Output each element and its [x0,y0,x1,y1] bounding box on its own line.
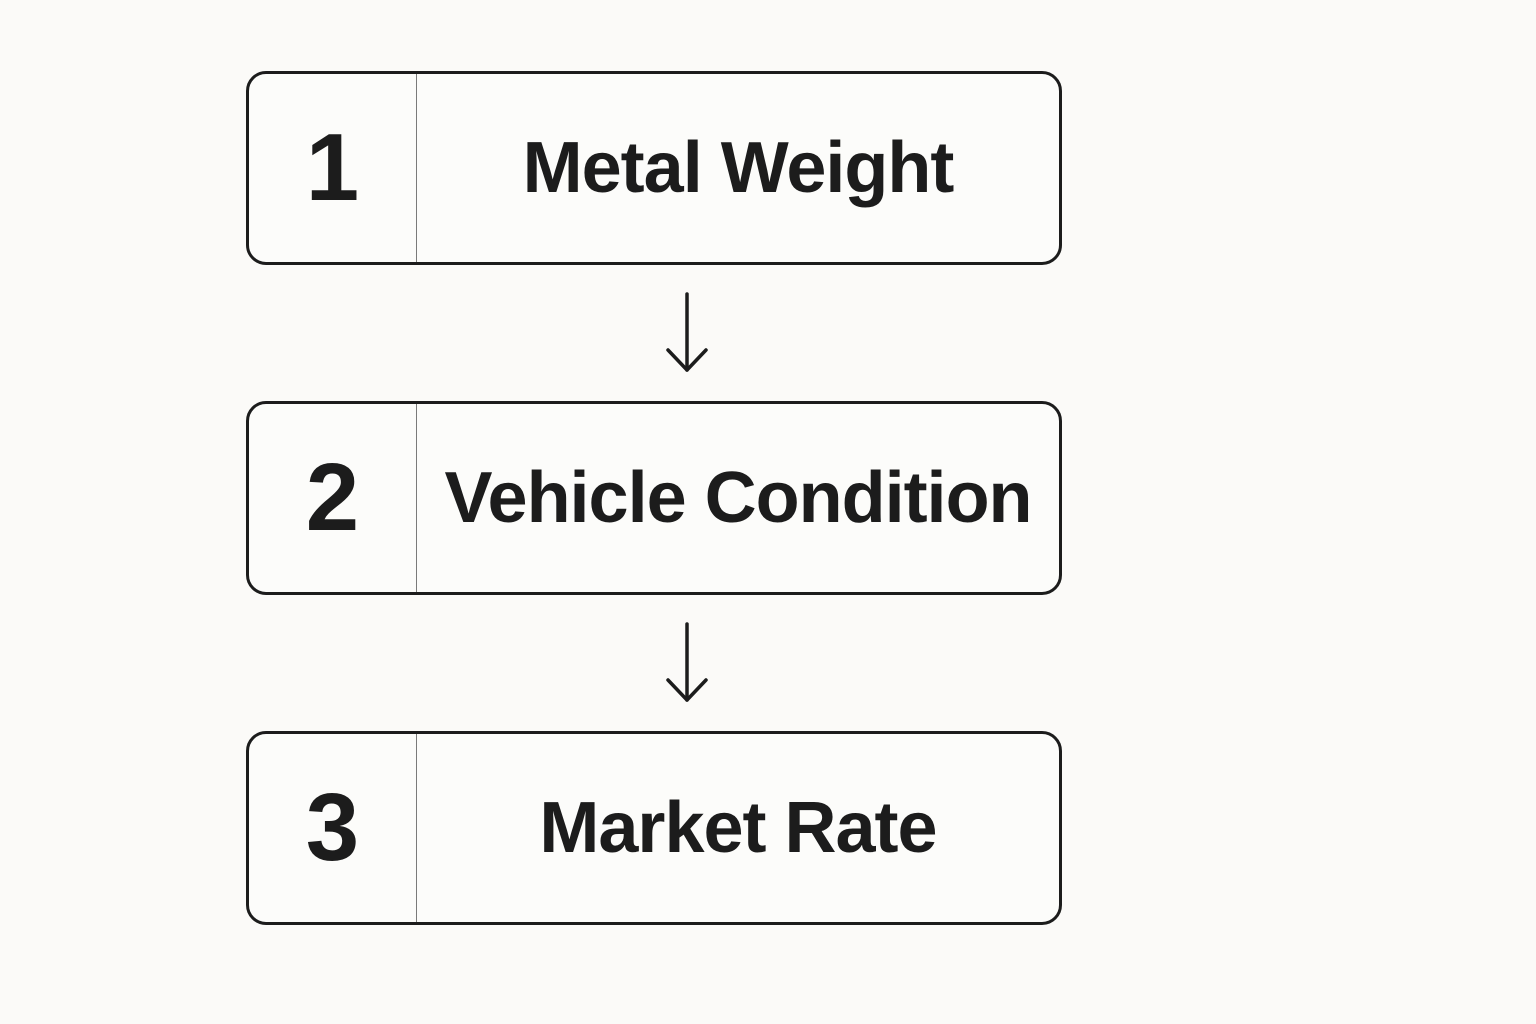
step-box-3: 3 Market Rate [246,731,1062,925]
step-number-2: 2 [305,444,360,551]
step-divider-1 [416,74,417,262]
step-divider-2 [416,404,417,592]
step-label-3: Market Rate [539,788,937,868]
arrow-down-icon [662,622,712,704]
step-box-2: 2 Vehicle Condition [246,401,1062,595]
arrow-down-icon [662,292,712,374]
step-label-2: Vehicle Condition [444,458,1032,538]
arrow-down-icon-svg [666,622,708,702]
step-label-1: Metal Weight [522,128,955,208]
step-number-3: 3 [305,774,360,881]
step-divider-3 [416,734,417,922]
step-box-1: 1 Metal Weight [246,71,1062,265]
step-number-1: 1 [305,114,360,221]
arrow-down-icon-svg [666,292,708,372]
